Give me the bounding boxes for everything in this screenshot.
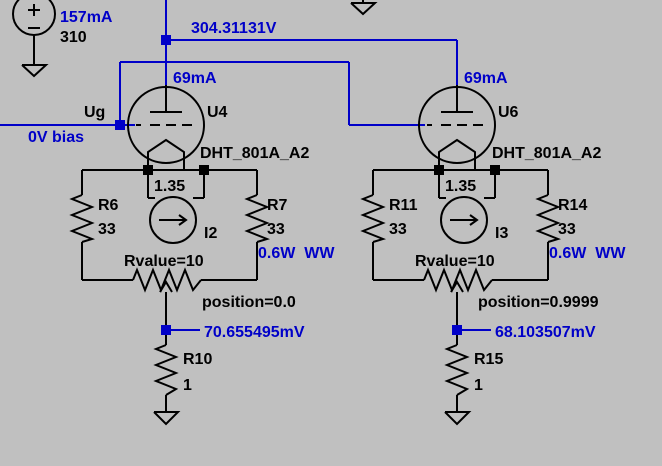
ground-left [153,411,181,426]
current-source-i3[interactable] [440,196,488,244]
u4-model-label: DHT_801A_A2 [200,145,309,162]
resistor-r10[interactable] [153,344,179,396]
right-node-voltage-label: 68.103507mV [495,324,596,341]
top-left-current-label: 157mA [60,9,113,26]
left-pot-position-label: position=0.0 [202,294,296,311]
r11-ref-label: R11 [389,197,418,214]
r14-note-label: 0.6W WW [549,245,626,262]
right-cathode-wires[interactable] [372,165,549,412]
u4-current-label: 69mA [173,70,217,87]
u4-ref-label: U4 [207,104,228,121]
top-left-source[interactable] [12,0,56,65]
r7-value-label: 33 [267,221,285,238]
r15-ref-label: R15 [474,351,503,368]
resistor-r6[interactable] [69,194,96,243]
r6-ref-label: R6 [98,197,119,214]
i2-value-label: 1.35 [154,178,185,195]
current-source-i2[interactable] [149,196,197,244]
i3-ref-label: I3 [495,225,508,242]
r10-value-label: 1 [183,377,192,394]
grid-bias-label: 0V bias [28,129,84,146]
supply-voltage-label: 304.31131V [191,20,277,37]
i2-ref-label: I2 [204,225,217,242]
u6-current-label: 69mA [464,70,508,87]
top-ground-symbol [350,0,378,16]
r14-value-label: 33 [558,221,576,238]
resistor-r11[interactable] [360,194,387,243]
tube-u6[interactable] [418,85,496,170]
r7-ref-label: R7 [267,197,288,214]
i3-value-label: 1.35 [445,178,476,195]
u6-ref-label: U6 [498,104,519,121]
ground-right [444,411,472,426]
left-node-wire[interactable] [161,325,200,335]
resistor-r7[interactable] [244,194,271,243]
r15-value-label: 1 [474,377,483,394]
r14-ref-label: R14 [558,197,587,214]
r7-note-label: 0.6W WW [258,245,335,262]
resistor-r15[interactable] [444,344,470,396]
left-node-voltage-label: 70.655495mV [204,324,305,341]
ground-symbol [21,64,49,78]
right-pot-position-label: position=0.9999 [478,294,599,311]
u6-model-label: DHT_801A_A2 [492,145,601,162]
tube-u4[interactable] [127,85,205,170]
r11-value-label: 33 [389,221,407,238]
right-node-wire[interactable] [452,325,491,335]
top-left-value-label: 310 [60,29,87,46]
right-pot-rvalue-label: Rvalue=10 [415,253,495,270]
r10-ref-label: R10 [183,351,212,368]
grid-net-wires[interactable] [0,61,425,130]
potentiometer-right[interactable] [423,267,493,305]
potentiometer-left[interactable] [132,267,202,305]
left-pot-rvalue-label: Rvalue=10 [124,253,204,270]
grid-net-name-label: Ug [84,104,105,121]
r6-value-label: 33 [98,221,116,238]
resistor-r14[interactable] [535,194,562,243]
